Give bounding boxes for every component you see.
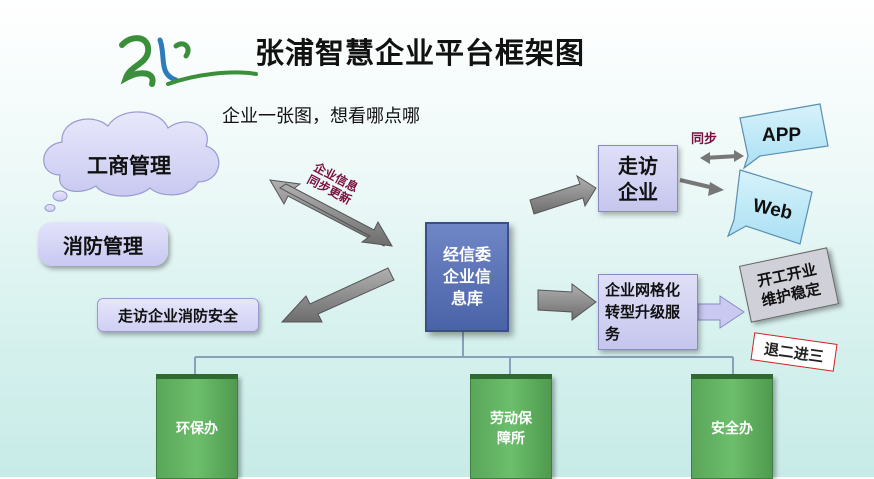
page-title: 张浦智慧企业平台框架图 xyxy=(255,36,586,70)
cloud-shape xyxy=(43,111,220,212)
arrow-to-visit xyxy=(529,174,597,215)
double-arrow-app xyxy=(700,150,744,164)
open-maintain-label: 开工开业维护稳定 xyxy=(755,260,823,310)
enterprise-database-box: 经信委企业信息库 xyxy=(425,222,509,332)
visit-enterprise-label: 走访企业 xyxy=(618,153,658,204)
retreat-label: 退二进三 xyxy=(762,339,825,366)
fire-management-box: 消防管理 xyxy=(38,222,168,266)
department-environment: 环保办 xyxy=(156,374,238,479)
department-label: 环保办 xyxy=(176,420,218,437)
visit-fire-safety-box: 走访企业消防安全 xyxy=(97,298,259,332)
arrow-to-web xyxy=(679,178,724,196)
logo-mark xyxy=(119,35,258,87)
grid-service-label: 企业网格化转型升级服务 xyxy=(605,281,681,343)
cloud-label-business: 工商管理 xyxy=(87,154,171,178)
arrow-to-visit-fire xyxy=(280,267,395,323)
enterprise-database-label: 经信委企业信息库 xyxy=(442,245,491,308)
visit-enterprise-box: 走访企业 xyxy=(598,145,678,212)
app-callout: APP xyxy=(739,103,829,170)
department-safety: 安全办 xyxy=(691,374,773,479)
visit-fire-safety-label: 走访企业消防安全 xyxy=(117,306,238,325)
department-label: 安全办 xyxy=(711,420,753,437)
department-labor: 劳动保障所 xyxy=(470,374,552,479)
page-subtitle: 企业一张图，想看哪点哪 xyxy=(222,106,420,127)
web-callout: Web xyxy=(726,169,813,245)
grid-service-box: 企业网格化转型升级服务 xyxy=(598,274,698,350)
app-label: APP xyxy=(762,125,801,146)
double-arrow-sync xyxy=(269,179,393,247)
arrow-to-open xyxy=(697,295,745,329)
arrow-to-grid xyxy=(537,283,597,321)
sync-label-app: 同步 xyxy=(691,132,718,147)
department-label: 劳动保障所 xyxy=(490,410,532,447)
fire-management-label: 消防管理 xyxy=(63,233,143,258)
department-connector xyxy=(194,330,734,374)
